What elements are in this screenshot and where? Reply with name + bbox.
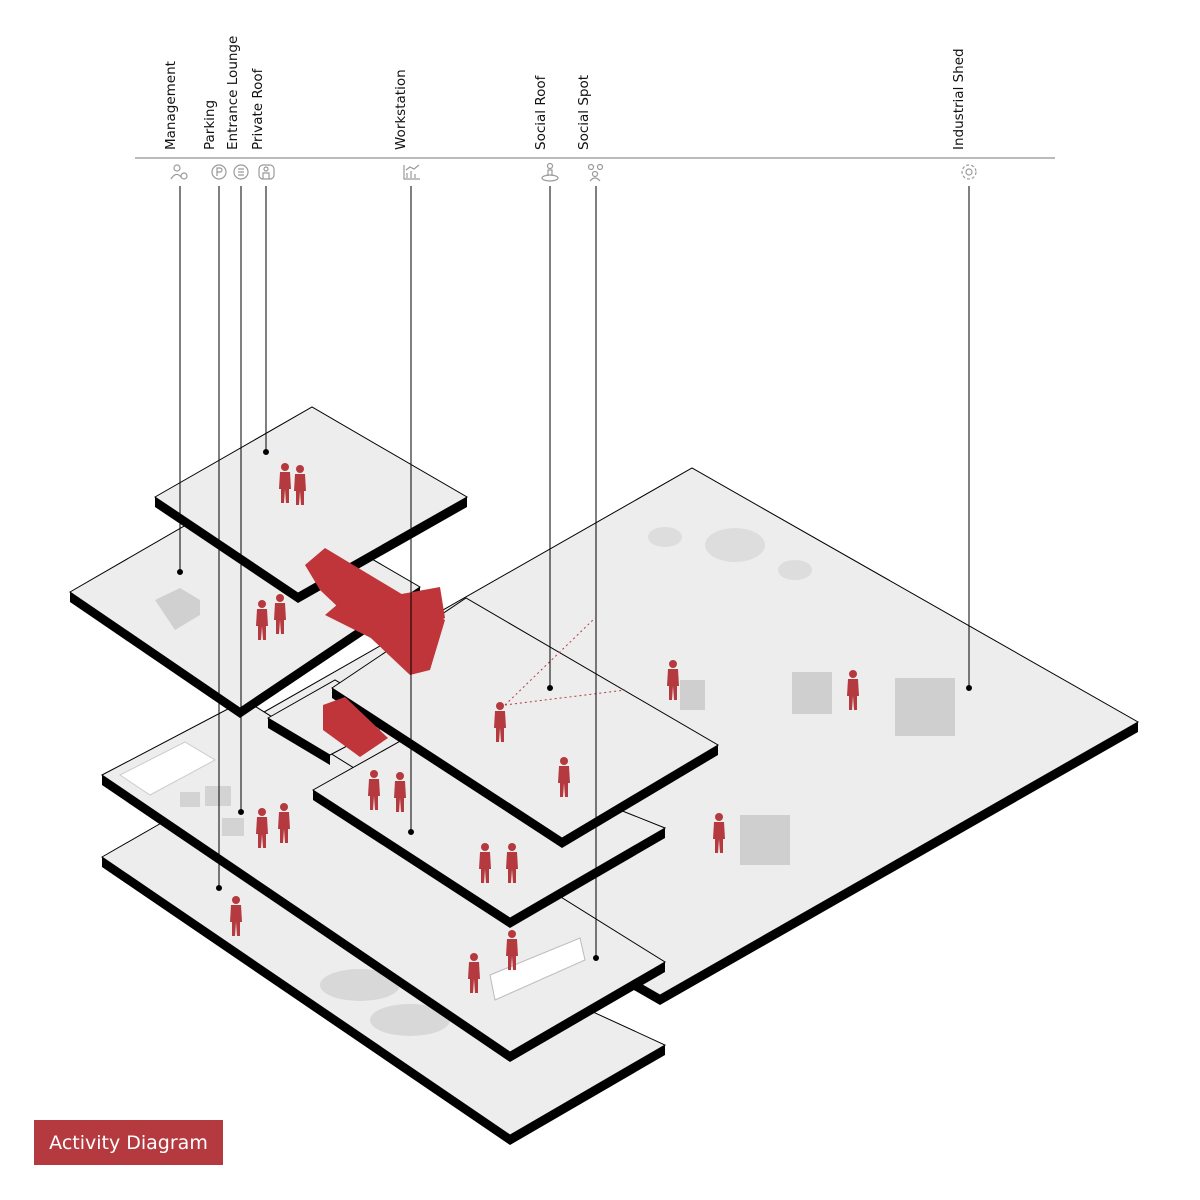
label-text: Workstation	[393, 69, 409, 150]
car-shadow	[370, 1004, 450, 1036]
rooftop-people-icon	[258, 164, 275, 180]
bar-counter	[489, 937, 586, 1001]
group-icon	[587, 163, 604, 182]
gear-decoration	[648, 527, 812, 580]
slab-parking	[101, 817, 667, 1145]
list-circle-icon	[233, 164, 249, 180]
slab-private-roof	[154, 406, 469, 603]
machines	[680, 672, 955, 865]
label-text: Industrial Shed	[951, 48, 967, 150]
car-shadow	[320, 969, 400, 1001]
chart-icon	[403, 164, 420, 180]
red-staircase	[305, 548, 445, 757]
parking-icon	[211, 164, 227, 180]
leader-lines	[177, 186, 972, 961]
location-person-icon	[541, 162, 559, 182]
label-text: Entrance Lounge	[225, 35, 241, 150]
label-text: Parking	[202, 99, 218, 150]
user-gear-icon	[170, 164, 188, 180]
label-text: Management	[163, 61, 179, 150]
gear-icon	[961, 164, 977, 180]
desk	[155, 588, 200, 630]
label-text: Private Roof	[250, 68, 266, 150]
slab-entrance-lounge	[101, 699, 666, 1062]
stair-ramp	[119, 741, 217, 796]
label-text: Social Roof	[533, 75, 549, 150]
diagram-title-badge: Activity Diagram	[34, 1120, 223, 1165]
label-text: Social Spot	[576, 74, 592, 150]
